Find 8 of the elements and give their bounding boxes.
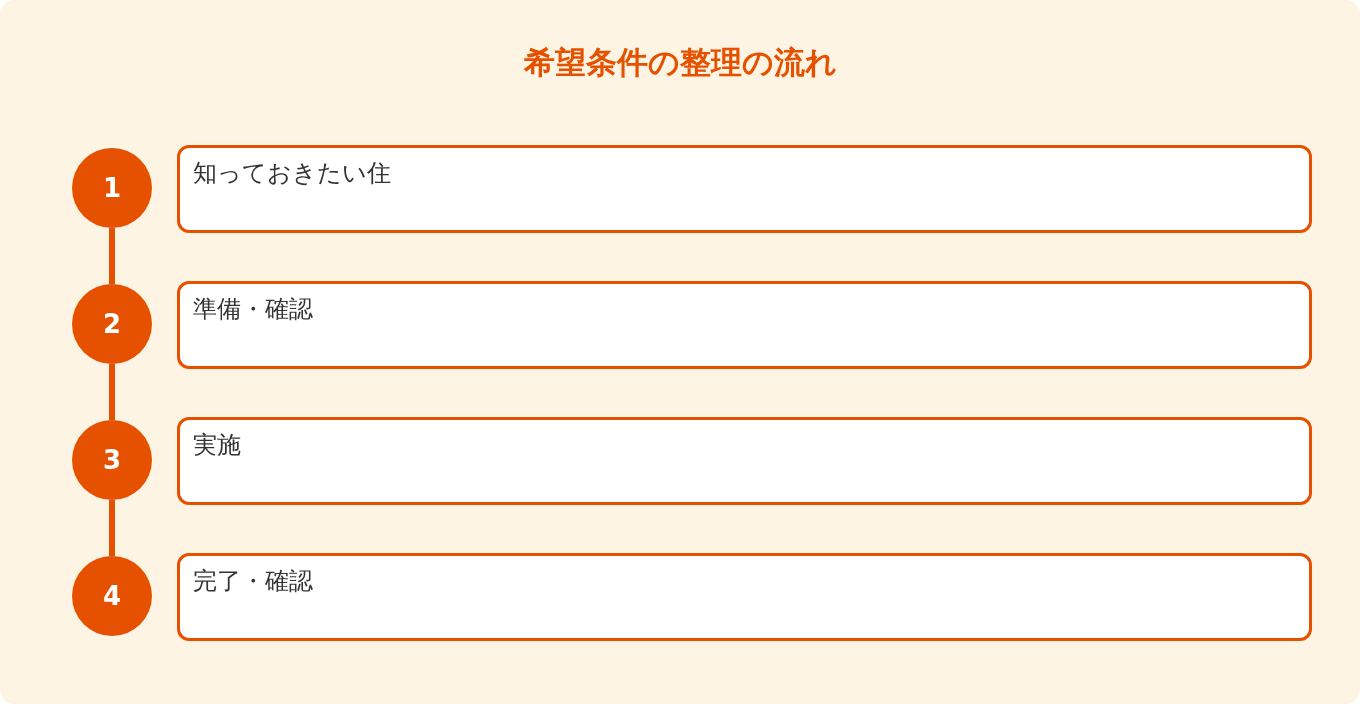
connector-line bbox=[109, 364, 115, 420]
step-box: 準備・確認 bbox=[177, 281, 1312, 369]
step-box: 実施 bbox=[177, 417, 1312, 505]
title: 希望条件の整理の流れ bbox=[522, 43, 838, 82]
step-box: 知っておきたい住 bbox=[177, 145, 1312, 233]
connector-line bbox=[109, 228, 115, 284]
step-box: 完了・確認 bbox=[177, 553, 1312, 641]
connector-line bbox=[109, 500, 115, 556]
